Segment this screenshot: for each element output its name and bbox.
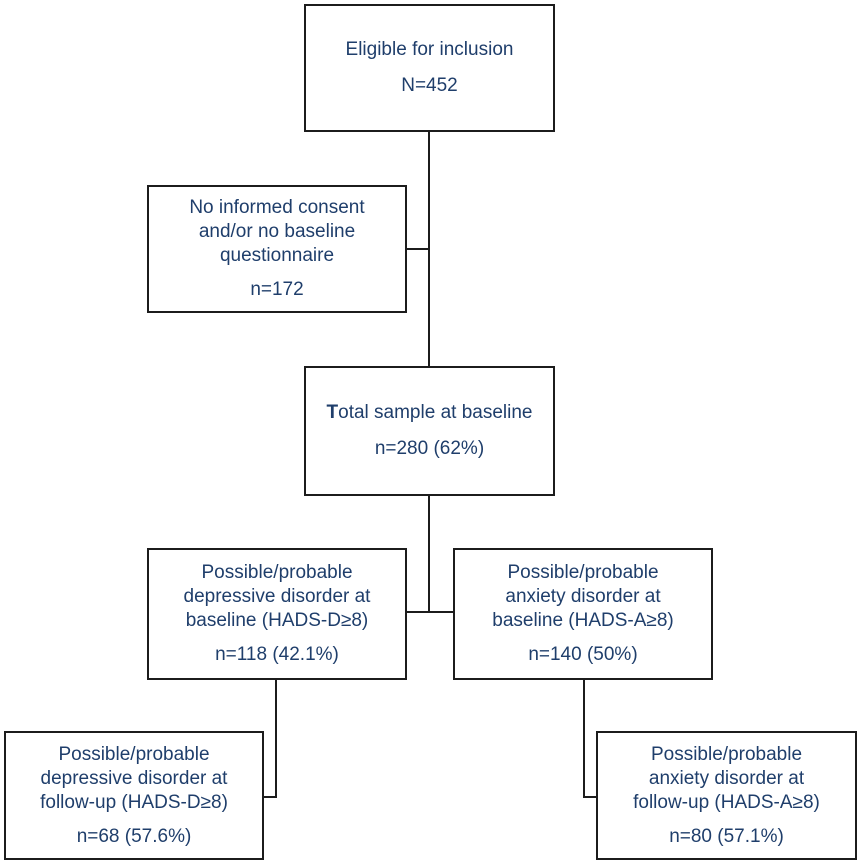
depressive-baseline-line-1: Possible/probable bbox=[201, 562, 353, 583]
total-title: Total sample at baseline bbox=[327, 401, 533, 425]
anxiety-baseline-box: Possible/probable anxiety disorder at ba… bbox=[453, 548, 713, 680]
excluded-line-3: questionnaire bbox=[219, 245, 335, 266]
anxiety-baseline-line-3: baseline (HADS-A≥8) bbox=[492, 610, 674, 631]
depressive-followup-count: n=68 (57.6%) bbox=[76, 825, 192, 847]
depressive-followup-line-1: Possible/probable bbox=[58, 743, 210, 765]
depressive-followup-box: Possible/probable depressive disorder at… bbox=[4, 731, 264, 860]
total-sample-box: Total sample at baseline n=280 (62%) bbox=[304, 366, 555, 496]
anxiety-followup-line-1: Possible/probable bbox=[650, 743, 803, 765]
eligible-title: Eligible for inclusion bbox=[345, 39, 514, 60]
depressive-baseline-box: Possible/probable depressive disorder at… bbox=[147, 548, 407, 680]
excluded-count: n=172 bbox=[250, 279, 304, 300]
total-title-first-letter: T bbox=[326, 402, 339, 423]
anxiety-followup-line-2: anxiety disorder at bbox=[648, 767, 805, 789]
total-count: n=280 (62%) bbox=[374, 438, 485, 459]
anxiety-baseline-line-2: anxiety disorder at bbox=[505, 586, 661, 607]
excluded-line-2: and/or no baseline bbox=[198, 221, 356, 242]
anxiety-followup-line-3: follow-up (HADS-A≥8) bbox=[633, 791, 820, 813]
depressive-baseline-line-3: baseline (HADS-D≥8) bbox=[185, 610, 369, 631]
depressive-baseline-count: n=118 (42.1%) bbox=[215, 644, 339, 665]
excluded-line-1: No informed consent bbox=[189, 197, 365, 218]
anxiety-baseline-count: n=140 (50%) bbox=[528, 644, 638, 665]
depressive-baseline-line-2: depressive disorder at bbox=[183, 586, 371, 607]
depressive-followup-line-3: follow-up (HADS-D≥8) bbox=[40, 791, 228, 813]
anxiety-baseline-line-1: Possible/probable bbox=[507, 562, 659, 583]
depressive-followup-line-2: depressive disorder at bbox=[40, 767, 228, 789]
eligible-count: N=452 bbox=[401, 75, 458, 96]
excluded-box: No informed consent and/or no baseline q… bbox=[147, 185, 407, 313]
anxiety-followup-box: Possible/probable anxiety disorder at fo… bbox=[596, 731, 857, 860]
eligible-box: Eligible for inclusion N=452 bbox=[304, 4, 555, 132]
total-title-rest: otal sample at baseline bbox=[338, 402, 533, 423]
anxiety-followup-count: n=80 (57.1%) bbox=[669, 825, 784, 847]
